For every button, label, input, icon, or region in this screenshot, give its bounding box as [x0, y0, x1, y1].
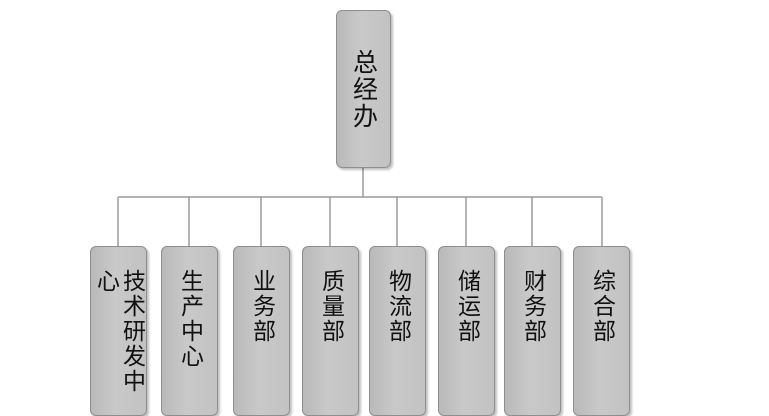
child-node-label: 财务部	[519, 269, 546, 344]
child-node-label: 业务部	[248, 269, 275, 344]
child-node-tech-rd-center: 技术研发中心	[90, 246, 147, 416]
child-node-label: 技术研发中心	[92, 269, 145, 394]
child-node-label: 综合部	[588, 269, 615, 344]
child-node-quality-dept: 质量部	[302, 246, 359, 416]
child-node-storage-transport-dept: 储运部	[438, 246, 495, 416]
child-node-label: 储运部	[453, 269, 480, 344]
child-node-finance-dept: 财务部	[504, 246, 561, 416]
child-node-business-dept: 业务部	[233, 246, 290, 416]
root-node-label: 总经办	[349, 48, 379, 130]
child-node-label: 生产中心	[176, 269, 203, 369]
child-node-label: 质量部	[317, 269, 344, 344]
child-node-logistics-dept: 物流部	[369, 246, 426, 416]
child-node-production-center: 生产中心	[161, 246, 218, 416]
root-node-general-office: 总经办	[336, 10, 391, 168]
child-node-label: 物流部	[384, 269, 411, 344]
child-node-general-affairs-dept: 综合部	[573, 246, 630, 416]
